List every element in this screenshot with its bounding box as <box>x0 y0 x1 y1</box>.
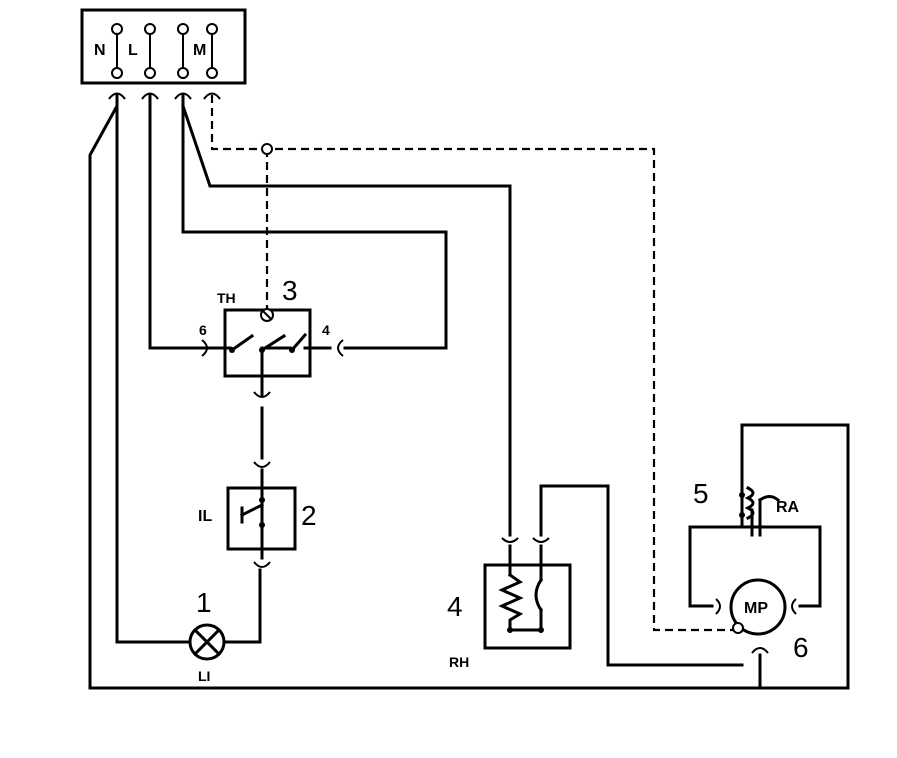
heater-number: 4 <box>447 591 463 622</box>
switch-label: IL <box>198 508 212 525</box>
motor-label: MP <box>744 600 768 617</box>
terminal-label-n: N <box>94 42 106 59</box>
thermostat-pin-4: 4 <box>322 322 330 338</box>
terminal-post-m <box>177 23 189 79</box>
terminal-post-n <box>111 23 123 79</box>
lamp-number: 1 <box>196 587 212 618</box>
thermostat-number: 3 <box>282 275 298 306</box>
motor-number: 6 <box>793 632 809 663</box>
relay-label: RA <box>776 499 800 516</box>
switch-number: 2 <box>301 500 317 531</box>
motor-compressor: MP 6 <box>715 578 809 663</box>
terminal-post-earth <box>206 23 218 79</box>
terminal-label-l: L <box>128 42 138 59</box>
interior-switch: IL 2 <box>198 486 317 568</box>
terminal-block: N L M <box>80 8 247 100</box>
lamp: LI 1 <box>188 587 226 684</box>
heater: 4 RH <box>447 537 572 670</box>
thermostat: TH 3 6 4 <box>198 275 344 468</box>
heater-label: RH <box>449 654 469 670</box>
terminal-label-m: M <box>193 42 206 59</box>
terminal-post-l <box>144 23 156 79</box>
relay: 5 RA <box>693 478 800 537</box>
lamp-label: LI <box>198 668 210 684</box>
thermostat-label: TH <box>217 290 236 306</box>
wires <box>88 93 850 690</box>
thermostat-pin-6: 6 <box>199 322 207 338</box>
relay-number: 5 <box>693 478 709 509</box>
earth-wire <box>210 95 735 632</box>
